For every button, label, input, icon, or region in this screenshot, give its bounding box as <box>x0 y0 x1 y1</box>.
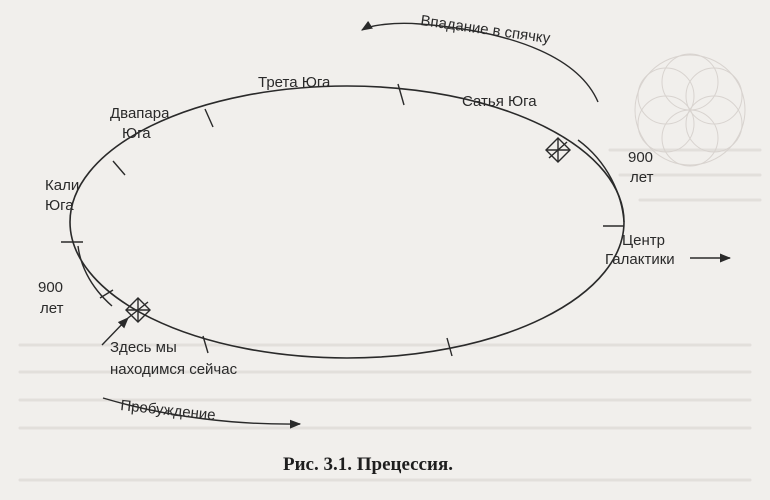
diamond-marker-right <box>545 137 571 163</box>
label-kali-line1: Кали <box>45 177 79 194</box>
label-900-right-unit: лет <box>630 169 654 186</box>
hibernation-arrow <box>361 20 599 103</box>
arc-900-years-left <box>77 245 113 307</box>
label-900-left-unit: лет <box>40 300 64 317</box>
orbit-ticks <box>61 83 624 357</box>
tick-bottom-1 <box>202 335 209 354</box>
precession-orbit <box>69 85 625 359</box>
label-hibernation: Впадание в спячку <box>419 12 551 47</box>
label-kali-line2: Юга <box>45 197 74 214</box>
here-pointer-arrow <box>101 317 129 346</box>
figure-caption: Рис. 3.1. Прецессия. <box>283 454 453 475</box>
tick-kali-dvapara <box>112 160 126 176</box>
arc-900-years-right <box>577 139 625 223</box>
diamond-marker-left <box>125 297 151 323</box>
label-here-line2: находимся сейчас <box>110 361 238 378</box>
label-galactic-center-line1: Центр <box>622 232 665 249</box>
label-here-line1: Здесь мы <box>110 339 177 356</box>
label-satya-yuga: Сатья Юга <box>462 93 537 110</box>
awakening-arrow <box>102 397 302 429</box>
label-900-right-number: 900 <box>628 149 653 166</box>
label-treta-yuga: Трета Юга <box>258 74 331 91</box>
tick-treta-satya <box>397 83 405 106</box>
background-text-bleed <box>18 148 762 482</box>
label-dvapara-line1: Двапара <box>110 105 170 122</box>
label-galactic-center-line2: Галактики <box>605 251 675 268</box>
flower-pattern-watermark <box>634 53 746 167</box>
label-900-left-number: 900 <box>38 279 63 296</box>
label-dvapara-line2: Юга <box>122 125 151 142</box>
tick-dvapara-treta <box>204 108 214 128</box>
tick-bottom-2 <box>446 337 453 357</box>
